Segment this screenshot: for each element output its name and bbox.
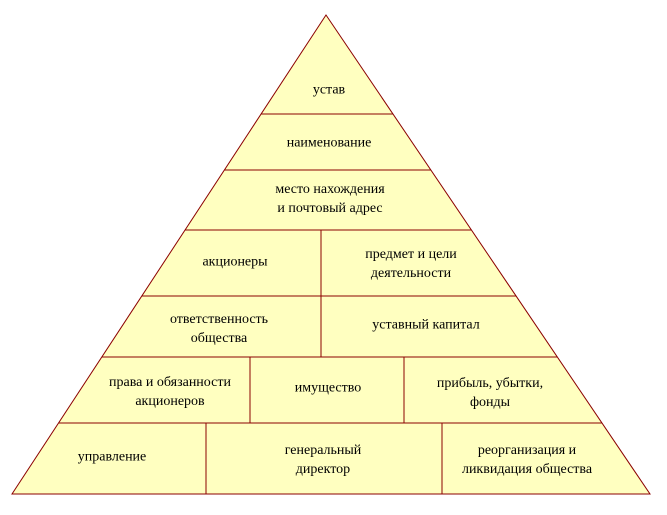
tier-3-line-2: и почтовый адрес xyxy=(277,201,383,216)
tier-4-right-line-1: предмет и цели xyxy=(365,247,457,262)
tier-6-left-line-2: акционеров xyxy=(135,394,205,409)
pyramid-outline xyxy=(11,14,651,495)
tier-6-profit: прибыль, убытки, фонды xyxy=(437,374,543,412)
tier-2-name: наименование xyxy=(287,134,372,153)
tier-6-property: имущество xyxy=(295,379,362,398)
tier-3-address: место нахождения и почтовый адрес xyxy=(275,180,384,218)
tier-5-responsibility: ответственность общества xyxy=(170,310,268,348)
tier-3-line-1: место нахождения xyxy=(275,182,385,197)
tier-5-left-line-1: ответственность xyxy=(169,312,269,327)
tier-6-left-line-1: права и обязанности xyxy=(109,375,231,390)
tier-4-subject-goals: предмет и цели деятельности xyxy=(365,245,457,283)
tier-7-right-line-1: реорганизация и xyxy=(477,443,577,458)
tier-4-left-line-1: акционеры xyxy=(202,254,268,270)
tier-6-rights: права и обязанности акционеров xyxy=(109,373,231,411)
tier-7-mid-line-2: директор xyxy=(295,462,351,477)
tier-4-right-line-2: деятельности xyxy=(370,266,452,281)
tier-6-right-line-2: фонды xyxy=(469,395,511,410)
tier-7-left-line-1: управление xyxy=(77,449,147,465)
tier-7-management: управление xyxy=(78,448,147,467)
tier-4-shareholders: акционеры xyxy=(202,253,267,272)
tier-6-right-line-1: прибыль, убытки, xyxy=(436,376,544,391)
tier-1-ustav: устав xyxy=(313,81,345,100)
tier-7-director: генеральный директор xyxy=(285,441,362,479)
tier-5-left-line-2: общества xyxy=(190,331,248,346)
tier-7-right-line-2: ликвидация общества xyxy=(461,462,593,477)
tier-5-right-line-1: уставный капитал xyxy=(372,317,480,333)
tier-1-line-1: устав xyxy=(312,82,346,98)
tier-6-mid-line-1: имущество xyxy=(294,380,362,396)
tier-7-mid-line-1: генеральный xyxy=(284,443,362,458)
tier-7-reorganization: реорганизация и ликвидация общества xyxy=(462,441,592,479)
tier-5-capital: уставный капитал xyxy=(372,316,479,335)
tier-2-line-1: наименование xyxy=(286,135,372,151)
